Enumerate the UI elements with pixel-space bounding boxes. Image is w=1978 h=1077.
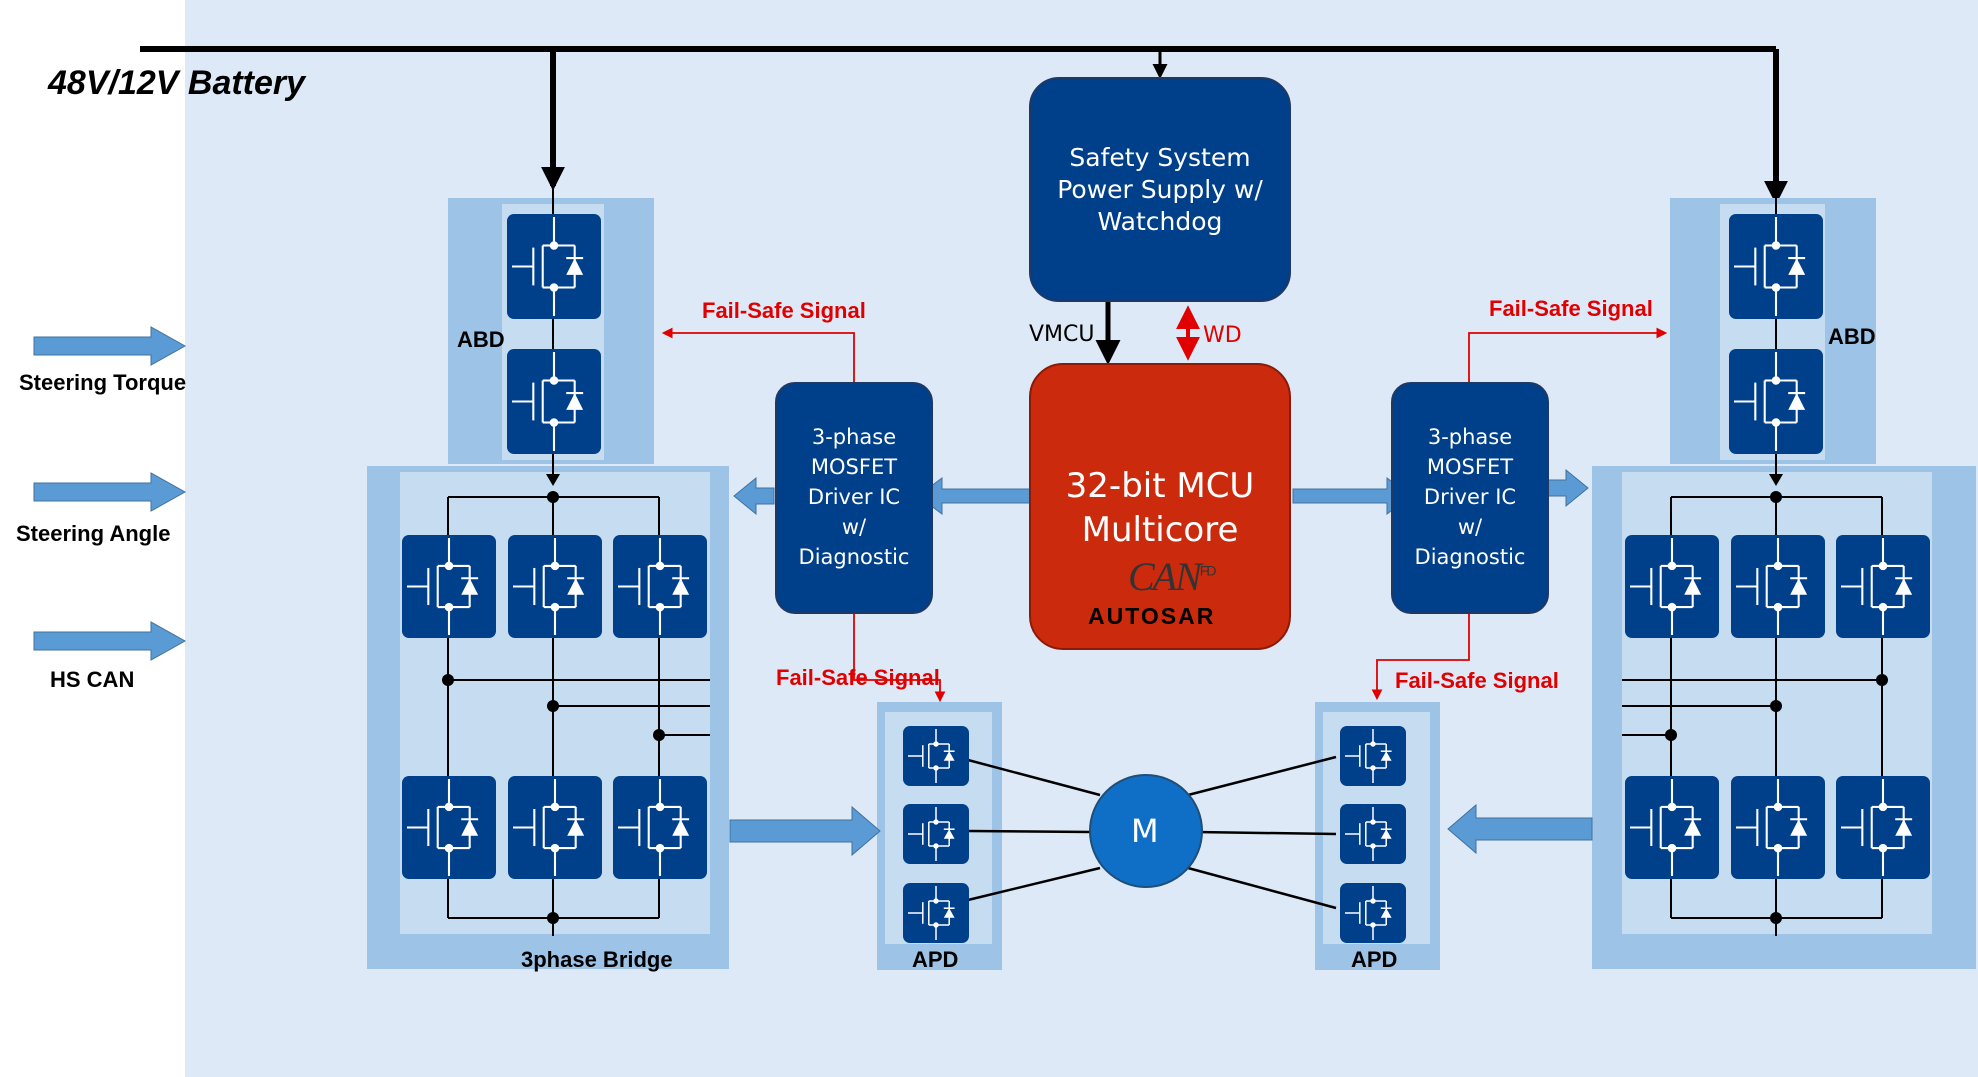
hs-can-label: HS CAN xyxy=(50,667,135,692)
right-driver-line-5: Diagnostic xyxy=(1414,544,1526,569)
motor-circle xyxy=(1089,774,1203,888)
apd-left-switch-1 xyxy=(903,726,969,786)
left-bridge-nodes xyxy=(442,474,665,924)
mcu-block: 32-bit MCU Multicore xyxy=(1029,363,1291,650)
abd-right-switch-upper xyxy=(1729,214,1823,319)
power-supply-block: Safety System Power Supply w/ Watchdog xyxy=(1029,77,1291,302)
fail-safe-lines xyxy=(661,327,1668,703)
left-bridge-to-apd-arrow xyxy=(729,805,881,857)
steering-torque-label: Steering Torque xyxy=(19,370,187,395)
bridge-left-high-switch-1 xyxy=(402,535,496,638)
abd-left-switch-lower xyxy=(507,349,601,454)
switch-cells xyxy=(402,214,1930,943)
motor-label: M xyxy=(1131,812,1159,850)
mcu-line-2: Multicore xyxy=(1081,509,1239,550)
bridge-right-high-switch-3 xyxy=(1836,535,1930,638)
right-driver-line-2: MOSFET xyxy=(1426,455,1514,480)
apd-right-switch-3 xyxy=(1340,883,1406,943)
abd-right-label: ABD xyxy=(1828,324,1876,349)
left-driver-line-3: Driver IC xyxy=(807,485,901,510)
left-driver-line-1: 3-phase xyxy=(811,425,897,450)
bridge-right-low-switch-2 xyxy=(1731,776,1825,879)
can-logo-text: CAN xyxy=(1128,554,1202,599)
fd-logo-text: FD xyxy=(1199,562,1217,579)
right-bridge-nodes xyxy=(1665,474,1888,924)
battery-bus xyxy=(140,46,1788,205)
right-bridge-to-apd-arrow xyxy=(1447,803,1593,855)
left-driver-line-4: w/ xyxy=(841,514,867,539)
battery-label: 48V/12V Battery xyxy=(48,64,306,102)
vmcu-label: VMCU xyxy=(1029,322,1095,347)
bridge-label: 3phase Bridge xyxy=(521,947,673,972)
power-supply-line-2: Power Supply w/ xyxy=(1057,174,1263,204)
can-fd-logo: CANFD xyxy=(1128,553,1217,600)
apd-right-switch-1 xyxy=(1340,726,1406,786)
motor-phase-lines xyxy=(967,755,1337,910)
bridge-right-low-switch-1 xyxy=(1625,776,1719,879)
input-arrows xyxy=(33,326,187,661)
steering-torque-arrow xyxy=(33,326,187,366)
right-driver-line-3: Driver IC xyxy=(1423,485,1517,510)
fail-safe-signal-top-right: Fail-Safe Signal xyxy=(1489,296,1653,321)
steering-angle-label: Steering Angle xyxy=(16,521,171,546)
bridge-right-high-switch-1 xyxy=(1625,535,1719,638)
steering-angle-arrow xyxy=(33,472,187,512)
bridge-right-high-switch-2 xyxy=(1731,535,1825,638)
bridge-left-low-switch-3 xyxy=(613,776,707,879)
left-driver-line-5: Diagnostic xyxy=(798,544,910,569)
right-driver-line-4: w/ xyxy=(1457,514,1483,539)
autosar-logo: AUTOSAR xyxy=(1088,603,1216,629)
wd-label: WD xyxy=(1203,323,1242,348)
apd-right-switch-2 xyxy=(1340,804,1406,864)
right-driver-block: 3-phase MOSFET Driver IC w/ Diagnostic xyxy=(1391,382,1549,614)
fail-safe-signal-bottom-right: Fail-Safe Signal xyxy=(1395,668,1559,693)
right-driver-to-bridge-arrow xyxy=(1547,468,1589,508)
bridge-left-high-switch-3 xyxy=(613,535,707,638)
power-supply-line-1: Safety System xyxy=(1069,142,1251,172)
data-arrows xyxy=(729,468,1593,857)
apd-left-switch-3 xyxy=(903,883,969,943)
power-supply-line-3: Watchdog xyxy=(1097,206,1223,236)
mcu-line-1: 32-bit MCU xyxy=(1065,466,1255,506)
apd-right-label: APD xyxy=(1351,947,1398,972)
bridge-right-low-switch-3 xyxy=(1836,776,1930,879)
abd-left-switch-upper xyxy=(507,214,601,319)
left-driver-line-2: MOSFET xyxy=(810,455,898,480)
right-driver-line-1: 3-phase xyxy=(1427,425,1513,450)
apd-left-label: APD xyxy=(912,947,959,972)
left-driver-to-bridge-arrow xyxy=(733,476,775,516)
apd-left-switch-2 xyxy=(903,804,969,864)
bridge-left-low-switch-1 xyxy=(402,776,496,879)
abd-left-label: ABD xyxy=(457,327,505,352)
fail-safe-signal-bottom-left: Fail-Safe Signal xyxy=(776,665,940,690)
bridge-left-high-switch-2 xyxy=(508,535,602,638)
left-driver-block: 3-phase MOSFET Driver IC w/ Diagnostic xyxy=(775,382,933,614)
bridge-left-low-switch-2 xyxy=(508,776,602,879)
fail-safe-signal-top-left: Fail-Safe Signal xyxy=(702,298,866,323)
hs-can-arrow xyxy=(33,621,187,661)
abd-right-switch-lower xyxy=(1729,349,1823,454)
